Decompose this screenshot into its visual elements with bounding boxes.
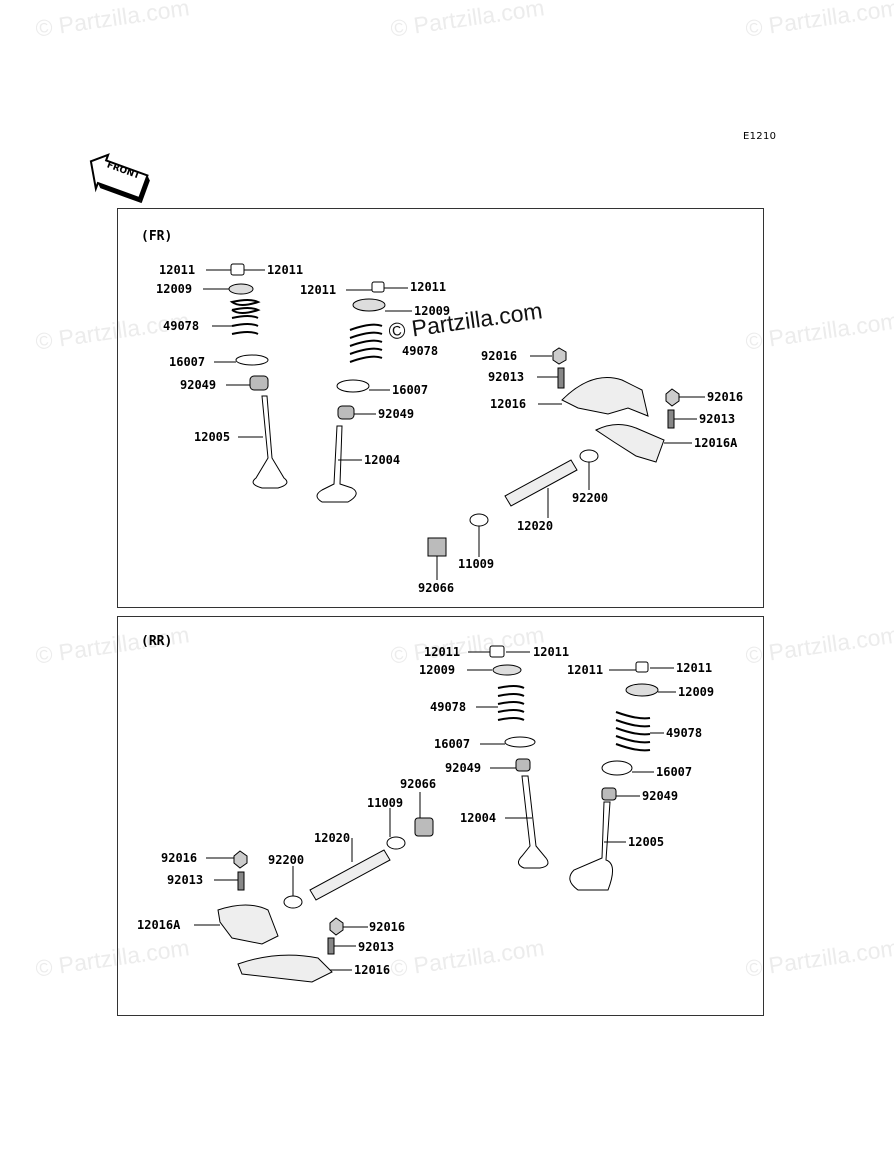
- part-label: 12011: [300, 283, 337, 297]
- part-label: 92200: [268, 853, 305, 867]
- part-label: 12016A: [694, 436, 738, 450]
- part-label: 92016: [369, 920, 406, 934]
- part-label: 16007: [656, 765, 693, 779]
- part-label: 92016: [707, 390, 744, 404]
- part-label: 12016A: [137, 918, 181, 932]
- part-label: 12016: [354, 963, 391, 977]
- part-label: 12009: [419, 663, 456, 677]
- panel-rr: [117, 616, 764, 1016]
- part-label: 49078: [430, 700, 467, 714]
- part-label: 92016: [161, 851, 198, 865]
- part-label: 49078: [666, 726, 703, 740]
- section-title-rr: (RR): [141, 634, 173, 649]
- part-label: 12011: [533, 645, 570, 659]
- panel-fr: [117, 208, 764, 608]
- part-label: 16007: [169, 355, 206, 369]
- part-label: 12020: [517, 519, 554, 533]
- part-label: 92013: [167, 873, 204, 887]
- part-label: 16007: [434, 737, 471, 751]
- part-label: 12009: [156, 282, 193, 296]
- part-label: 12005: [628, 835, 665, 849]
- part-label: 16007: [392, 383, 429, 397]
- part-label: 12016: [490, 397, 527, 411]
- part-label: 11009: [458, 557, 495, 571]
- part-label: 92049: [378, 407, 415, 421]
- part-label: 12009: [678, 685, 715, 699]
- part-label: 92200: [572, 491, 609, 505]
- part-label: 92013: [488, 370, 525, 384]
- part-label: 92049: [642, 789, 679, 803]
- part-label: 12011: [676, 661, 713, 675]
- part-label: 11009: [367, 796, 404, 810]
- part-label: 92066: [418, 581, 455, 595]
- part-label: 12011: [424, 645, 461, 659]
- part-label: 12004: [364, 453, 401, 467]
- diagram-code: E1210: [743, 131, 777, 142]
- part-label: 92013: [699, 412, 736, 426]
- part-label: 92013: [358, 940, 395, 954]
- part-label: 12011: [410, 280, 447, 294]
- section-title-fr: (FR): [141, 229, 173, 244]
- part-label: 49078: [402, 344, 439, 358]
- part-label: 12004: [460, 811, 497, 825]
- part-label: 12011: [267, 263, 304, 277]
- part-label: 12011: [159, 263, 196, 277]
- part-label: 49078: [163, 319, 200, 333]
- part-label: 92049: [445, 761, 482, 775]
- part-label: 92016: [481, 349, 518, 363]
- part-label: 92049: [180, 378, 217, 392]
- part-label: 12009: [414, 304, 451, 318]
- part-label: 12011: [567, 663, 604, 677]
- part-label: 12020: [314, 831, 351, 845]
- part-label: 12005: [194, 430, 231, 444]
- part-label: 92066: [400, 777, 437, 791]
